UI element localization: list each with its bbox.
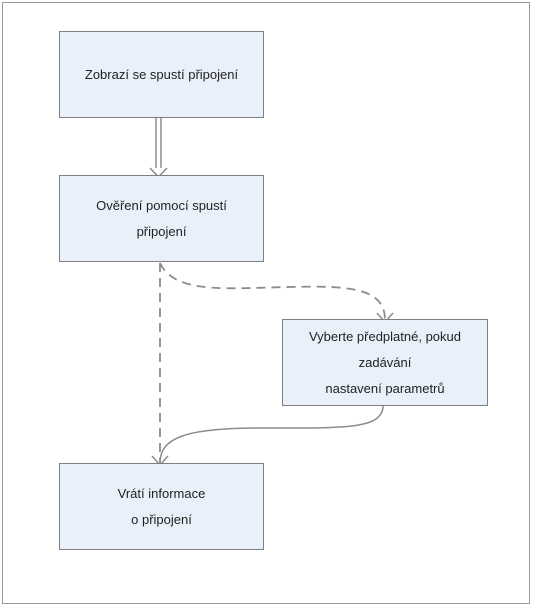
node-label-line2: připojení [136, 223, 187, 239]
node-return-info: Vrátí informace o připojení [59, 463, 264, 550]
node-label: Zobrazí se spustí připojení [84, 66, 239, 82]
node-label-line2: nastavení parametrů [325, 380, 445, 396]
connector-verify-to-select [159, 262, 394, 324]
node-label-line2: o připojení [131, 511, 192, 527]
node-label-line1: Ověření pomocí spustí [96, 197, 227, 213]
connector-select-to-return [151, 405, 384, 467]
node-label-line1: Vyberte předplatné, pokud zadávání [308, 328, 461, 370]
node-label-line1: Vrátí informace [117, 485, 206, 501]
connector-show-to-verify [149, 118, 168, 179]
node-verify-connection: Ověření pomocí spustí připojení [59, 175, 264, 262]
node-select-subscription: Vyberte předplatné, pokud zadávání nasta… [282, 319, 488, 406]
node-show-connection: Zobrazí se spustí připojení [59, 31, 264, 118]
